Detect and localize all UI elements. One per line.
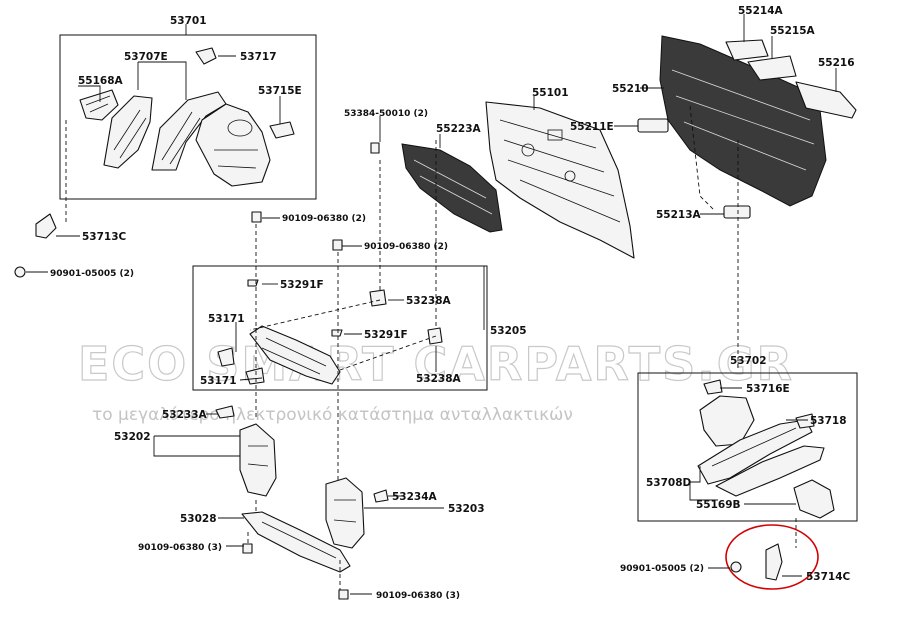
bracket-53714c-highlighted bbox=[725, 524, 819, 590]
label-55210: 55210 bbox=[612, 83, 649, 95]
label-53171-a: 53171 bbox=[208, 313, 245, 325]
group-box-53701 bbox=[59, 34, 317, 200]
label-53234a: 53234A bbox=[392, 491, 438, 503]
apron-assembly-right bbox=[697, 379, 835, 519]
label-55101: 55101 bbox=[532, 87, 569, 99]
label-90109-06380-c: 90109-06380 (3) bbox=[138, 543, 222, 553]
label-90901-05005-a: 90901-05005 (2) bbox=[50, 269, 134, 279]
label-55211e: 55211E bbox=[570, 121, 614, 133]
label-53716e: 53716E bbox=[746, 383, 790, 395]
label-90109-06380-b: 90109-06380 (2) bbox=[364, 242, 448, 252]
label-53205: 53205 bbox=[490, 325, 527, 337]
group-box-53205 bbox=[192, 265, 488, 391]
label-53203: 53203 bbox=[448, 503, 485, 515]
label-53702: 53702 bbox=[730, 355, 767, 367]
label-90901-05005-b: 90901-05005 (2) bbox=[620, 564, 704, 574]
part-labels: 53701 53707E 53717 55168A 53715E 53713C … bbox=[50, 5, 855, 601]
label-53238a-a: 53238A bbox=[406, 295, 452, 307]
label-53233a: 53233A bbox=[162, 409, 208, 421]
label-55223a: 55223A bbox=[436, 123, 482, 135]
label-55214a: 55214A bbox=[738, 5, 784, 17]
watermark-main: ECO SMART CARPARTS.GR bbox=[78, 337, 794, 391]
label-53707e: 53707E bbox=[124, 51, 168, 63]
radiator-support-side-53202 bbox=[215, 405, 277, 497]
insulator-55210 bbox=[637, 35, 857, 219]
fasteners-center bbox=[247, 142, 443, 345]
label-53708d: 53708D bbox=[646, 477, 692, 489]
label-53718: 53718 bbox=[810, 415, 847, 427]
label-55216: 55216 bbox=[818, 57, 855, 69]
group-box-53702 bbox=[637, 372, 858, 522]
label-90109-06380-d: 90109-06380 (3) bbox=[376, 591, 460, 601]
watermark-sub: το μεγαλύτερο ηλεκτρονικό κατάστημα αντα… bbox=[92, 405, 573, 425]
dash-panel bbox=[485, 101, 635, 259]
label-53238a-b: 53238A bbox=[416, 373, 462, 385]
label-53291f-a: 53291F bbox=[280, 279, 324, 291]
label-53028: 53028 bbox=[180, 513, 217, 525]
label-55169b: 55169B bbox=[696, 499, 741, 511]
radiator-support-lower-53028 bbox=[241, 511, 351, 600]
label-53715e: 53715E bbox=[258, 85, 302, 97]
label-53717: 53717 bbox=[240, 51, 277, 63]
label-90109-06380-a: 90109-06380 (2) bbox=[282, 214, 366, 224]
label-53714c: 53714C bbox=[806, 571, 851, 583]
label-55215a: 55215A bbox=[770, 25, 816, 37]
leader-lines bbox=[26, 14, 837, 595]
label-53291f-b: 53291F bbox=[364, 329, 408, 341]
watermark: ECO SMART CARPARTS.GR το μεγαλύτερο ηλεκ… bbox=[77, 336, 794, 425]
label-55168a: 55168A bbox=[78, 75, 124, 87]
label-53713c: 53713C bbox=[82, 231, 127, 243]
dash-insulator-55223a bbox=[401, 143, 503, 233]
dashed-lines bbox=[65, 105, 797, 590]
highlight-ellipse bbox=[725, 524, 819, 590]
apron-assembly-left bbox=[14, 47, 295, 278]
radiator-support-upper bbox=[217, 325, 341, 385]
radiator-support-side-53203 bbox=[325, 477, 389, 549]
label-53202: 53202 bbox=[114, 431, 151, 443]
label-53701: 53701 bbox=[170, 15, 207, 27]
label-53171-b: 53171 bbox=[200, 375, 237, 387]
label-53384-50010: 53384-50010 (2) bbox=[344, 109, 428, 119]
label-55213a: 55213A bbox=[656, 209, 702, 221]
